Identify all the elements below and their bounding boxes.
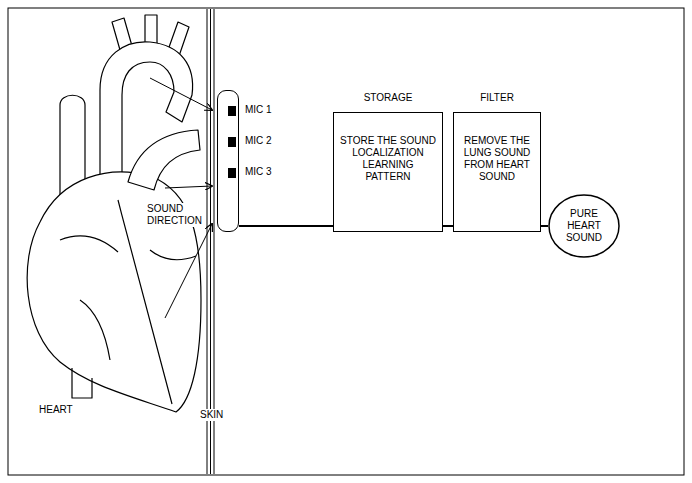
- mic-label: MIC 2: [245, 135, 272, 147]
- circle-shape: [549, 195, 619, 257]
- frame-border: [8, 8, 684, 475]
- mic-label: MIC 1: [245, 104, 272, 116]
- connector-line: [239, 225, 333, 227]
- process-box: FILTER REMOVE THE LUNG SOUND FROM HEART S…: [453, 92, 541, 232]
- skin-layer: [207, 9, 214, 474]
- microphone-array: MIC 1 MIC 2 MIC 3: [217, 90, 274, 232]
- connector-line: [541, 225, 548, 227]
- box-text: STORE THE SOUND LOCALIZATION LEARNING PA…: [339, 135, 437, 183]
- circle-text: PURE HEART SOUND: [561, 208, 607, 244]
- annotation-label: SKIN: [199, 409, 224, 421]
- mic-label: MIC 3: [245, 166, 272, 178]
- annotation-label: HEART: [38, 404, 74, 416]
- box-text: REMOVE THE LUNG SOUND FROM HEART SOUND: [459, 135, 535, 183]
- box-heading: STORAGE: [333, 92, 443, 112]
- mic-element: [228, 168, 236, 178]
- box-frame: REMOVE THE LUNG SOUND FROM HEART SOUND: [453, 112, 541, 232]
- process-box: STORAGE STORE THE SOUND LOCALIZATION LEAR…: [333, 92, 443, 232]
- connector-line: [443, 225, 453, 227]
- output-circle: PURE HEART SOUND: [548, 194, 620, 258]
- annotation-label: SOUND DIRECTION: [146, 203, 206, 227]
- mic-element: [228, 137, 236, 147]
- mic-housing: [217, 90, 239, 232]
- sound-arrows: [150, 78, 212, 318]
- mic-element: [228, 106, 236, 116]
- box-frame: STORE THE SOUND LOCALIZATION LEARNING PA…: [333, 112, 443, 232]
- box-heading: FILTER: [453, 92, 541, 112]
